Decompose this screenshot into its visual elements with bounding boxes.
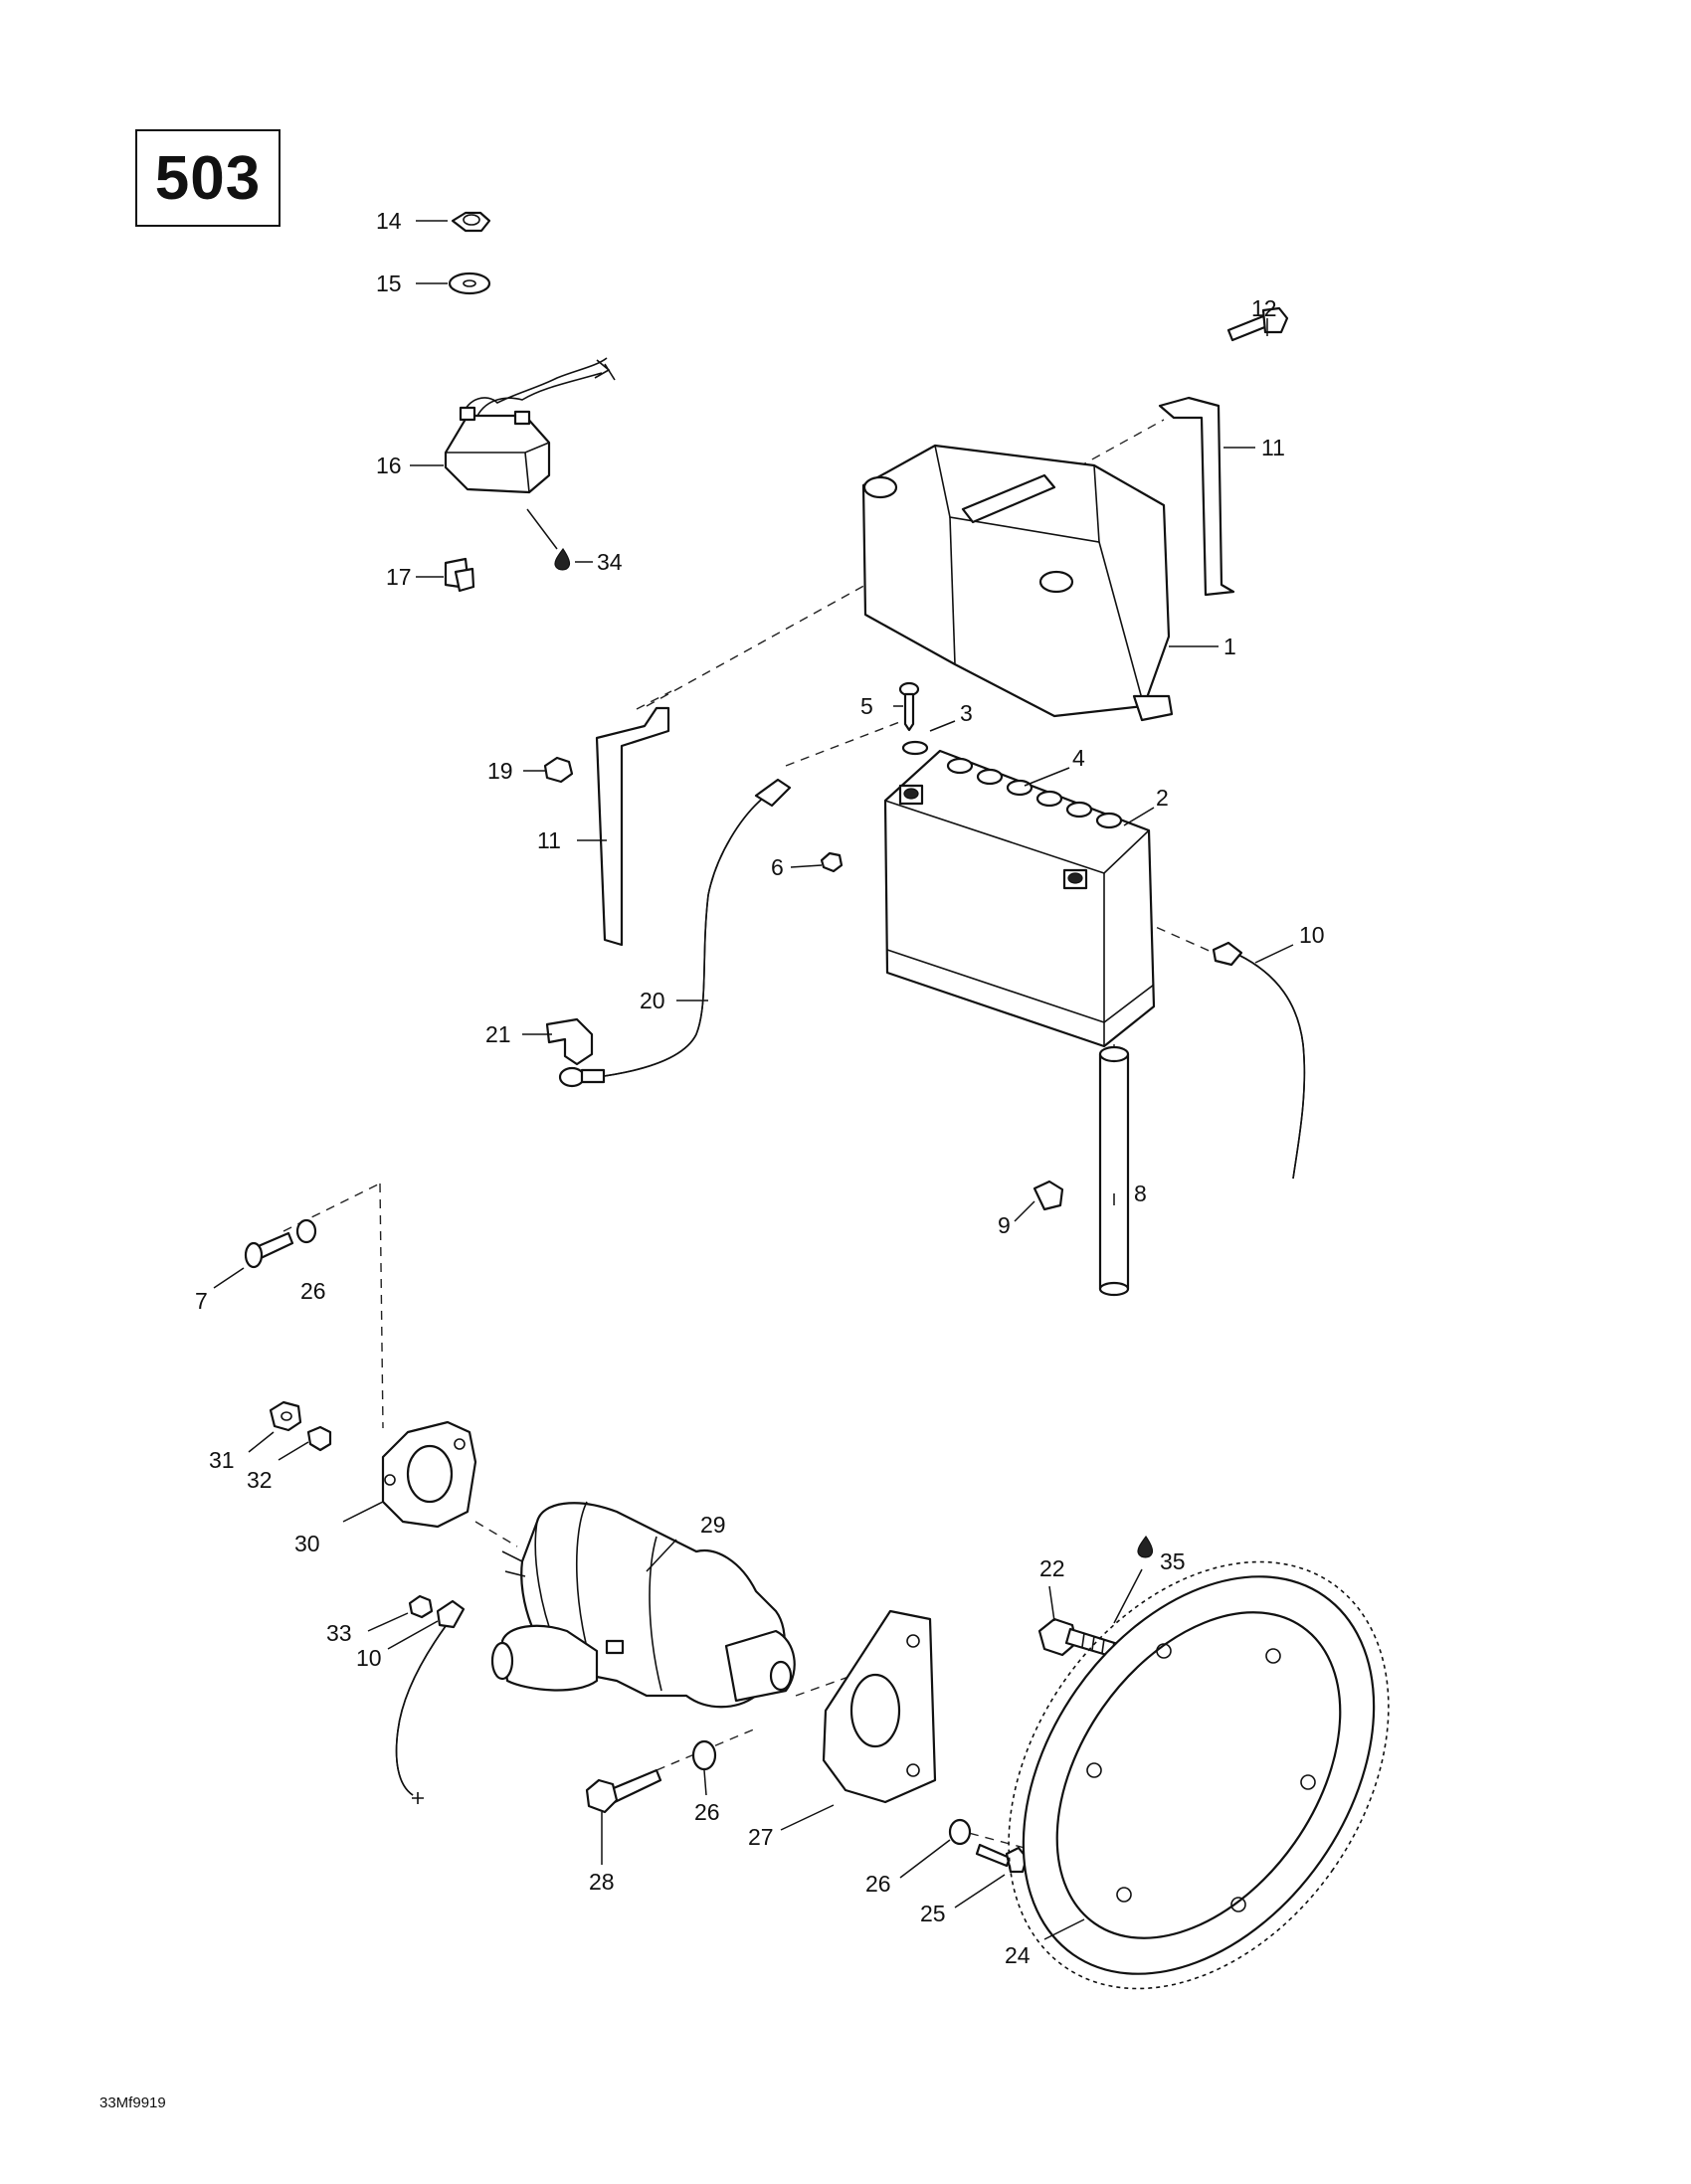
callout-15: 15 [376, 271, 402, 296]
part-7-bolt [244, 1231, 294, 1269]
callout-25: 25 [920, 1901, 946, 1926]
part-29-starter-motor [490, 1501, 796, 1709]
callout-12: 12 [1251, 295, 1277, 321]
callout-24: 24 [1005, 1942, 1031, 1968]
page-number-box: 503 [135, 129, 281, 227]
part-11-strap-left [595, 706, 670, 947]
part-25-screw [975, 1843, 1029, 1874]
page-number: 503 [154, 143, 262, 213]
battery-cell-caps [946, 757, 1123, 829]
part-21-terminal-boot [545, 1017, 594, 1066]
callout-labels: 14 15 12 11 16 17 34 1 5 3 19 4 2 11 6 1… [195, 208, 1325, 1968]
part-11-strap-right [1158, 396, 1235, 597]
callout-22: 22 [1039, 1555, 1065, 1581]
part-10-cable-upper [1212, 941, 1306, 1180]
leader-lines [213, 220, 1294, 1940]
part-30-bracket [381, 1420, 477, 1529]
part-12-bolt [1226, 306, 1289, 342]
callout-26-lower: 26 [865, 1871, 891, 1897]
callout-33: 33 [326, 1620, 352, 1646]
callout-26-upper: 26 [300, 1278, 326, 1304]
part-10-cable-lower [395, 1599, 466, 1804]
callout-19: 19 [487, 758, 513, 784]
callout-30: 30 [294, 1531, 320, 1556]
part-31-nut [269, 1400, 302, 1432]
part-35-threadlocker-drop-icon [1137, 1535, 1154, 1558]
part-16-electronic-module [444, 357, 616, 494]
callout-10-upper: 10 [1299, 922, 1325, 948]
part-33-nut [408, 1594, 434, 1619]
callout-28: 28 [589, 1869, 615, 1895]
part-26-washer-lower [948, 1818, 972, 1846]
part-8-tube [1098, 1045, 1130, 1297]
callout-11-left: 11 [537, 827, 561, 853]
callout-14: 14 [376, 208, 402, 234]
part-34-sealant-drop-icon [554, 547, 571, 571]
part-14-nut [451, 211, 491, 233]
callout-26-middle: 26 [694, 1799, 720, 1825]
part-3-washer [901, 740, 929, 756]
part-19-nut [543, 756, 574, 784]
part-2-battery [883, 749, 1156, 1048]
part-28-bolt [585, 1768, 662, 1814]
part-15-washer [448, 272, 491, 295]
callout-10-lower: 10 [356, 1645, 382, 1671]
part-9-clip [1033, 1180, 1064, 1211]
callout-32: 32 [247, 1467, 273, 1493]
callout-11-right: 11 [1261, 435, 1285, 460]
battery-terminal-positive [1062, 868, 1088, 890]
part-5-screw [898, 681, 920, 732]
callout-31: 31 [209, 1447, 235, 1473]
callout-4: 4 [1072, 745, 1085, 771]
callout-29: 29 [700, 1512, 726, 1538]
part-6-nut [820, 851, 844, 873]
battery-terminal-negative [898, 784, 924, 806]
part-27-bracket [822, 1609, 937, 1804]
part-32-nut [306, 1425, 332, 1452]
part-20-cable [558, 778, 792, 1088]
part-17-clip [444, 557, 475, 593]
callout-20: 20 [640, 988, 665, 1013]
part-24-ring-gear [1008, 1560, 1390, 1990]
callout-5: 5 [860, 693, 873, 719]
callout-21: 21 [485, 1021, 511, 1047]
callout-27: 27 [748, 1824, 774, 1850]
callout-17: 17 [386, 564, 412, 590]
callout-35: 35 [1160, 1548, 1186, 1574]
figure-code: 33Mf9919 [99, 2094, 166, 2111]
callout-2: 2 [1156, 785, 1169, 811]
callout-7: 7 [195, 1288, 208, 1314]
callout-34: 34 [597, 549, 623, 575]
callout-3: 3 [960, 700, 973, 726]
part-1-battery-cover [861, 444, 1174, 722]
callout-16: 16 [376, 453, 402, 478]
part-26-washer-middle [691, 1739, 717, 1771]
callout-6: 6 [771, 854, 784, 880]
callout-1: 1 [1223, 634, 1236, 659]
part-26-lock-washer-upper [295, 1218, 317, 1244]
callout-8: 8 [1134, 1181, 1147, 1206]
callout-9: 9 [998, 1212, 1011, 1238]
